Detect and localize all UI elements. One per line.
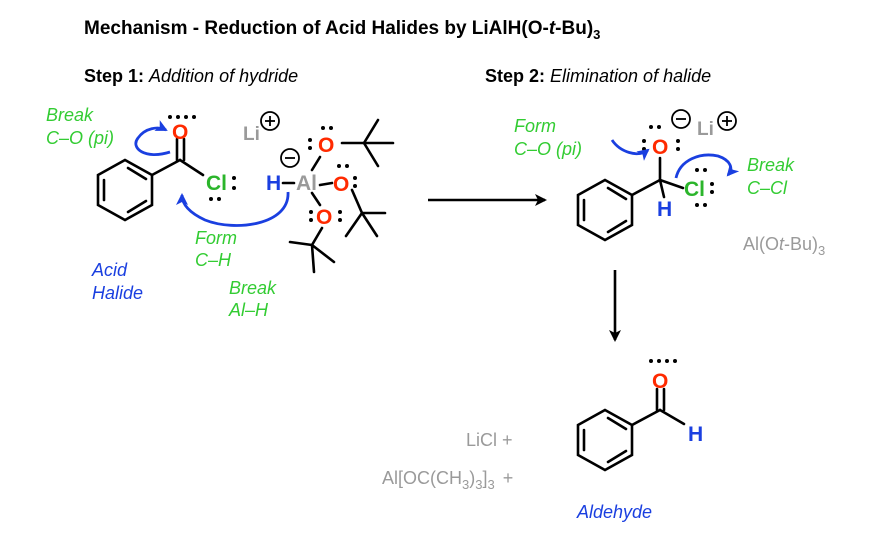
byproduct-aluminum-alkoxide: Al[OC(CH3)3]3+: [382, 468, 513, 492]
byproduct-licl: LiCl +: [466, 430, 513, 450]
alkoxide-oxygen-bottom: O: [316, 206, 332, 229]
positive-charge: [260, 111, 280, 131]
chlorine-lone-pairs: [209, 176, 236, 201]
tert-butoxide-groups: [288, 118, 395, 274]
li-cation-step2: Li: [697, 119, 714, 140]
carbonyl-oxygen: O: [172, 121, 188, 144]
label-aldehyde: Aldehyde: [576, 502, 652, 522]
step2-heading: Step 2:Elimination of halide: [485, 66, 711, 86]
page-title: Mechanism - Reduction of Acid Halides by…: [84, 18, 600, 42]
tetrahedral-intermediate: [576, 156, 685, 242]
curly-arrow-break-co: [134, 120, 171, 156]
acid-halide-molecule: [96, 137, 205, 222]
aldehyde-oxygen-lone-pairs: [649, 359, 677, 363]
li-positive-charge-step2: [717, 111, 737, 131]
step1-heading: Step 1:Addition of hydride: [84, 66, 298, 86]
curly-arrow-break-ccl: [674, 153, 740, 179]
chlorine-leaving-group: Cl: [684, 178, 705, 201]
alkoxide-oxygen: O: [652, 136, 668, 159]
aluminate-negative-charge: [280, 148, 300, 168]
new-c-h-hydrogen: H: [657, 198, 672, 221]
lithium-cation: Li: [243, 124, 260, 145]
alkoxide-oxygen-top: O: [318, 134, 334, 157]
aldehyde-molecule: [576, 387, 686, 472]
aldehyde-hydrogen: H: [688, 423, 703, 446]
byproduct-al-otbu3: Al(Ot-Bu)3: [743, 234, 825, 258]
curly-arrow-form-co: [610, 139, 650, 161]
oxygen-lone-pairs: [168, 115, 196, 119]
alkoxide-lone-pairs: [308, 126, 357, 222]
curly-arrow-form-ch: [176, 191, 290, 227]
hydride-h: H: [266, 172, 281, 195]
aluminum-atom: Al: [296, 172, 317, 195]
aldehyde-oxygen: O: [652, 370, 668, 393]
alkoxide-negative-charge: [671, 109, 691, 129]
alkoxide-oxygen-middle: O: [333, 173, 349, 196]
chlorine-lone-pairs-step2: [695, 168, 714, 207]
chlorine-atom: Cl: [206, 172, 227, 195]
